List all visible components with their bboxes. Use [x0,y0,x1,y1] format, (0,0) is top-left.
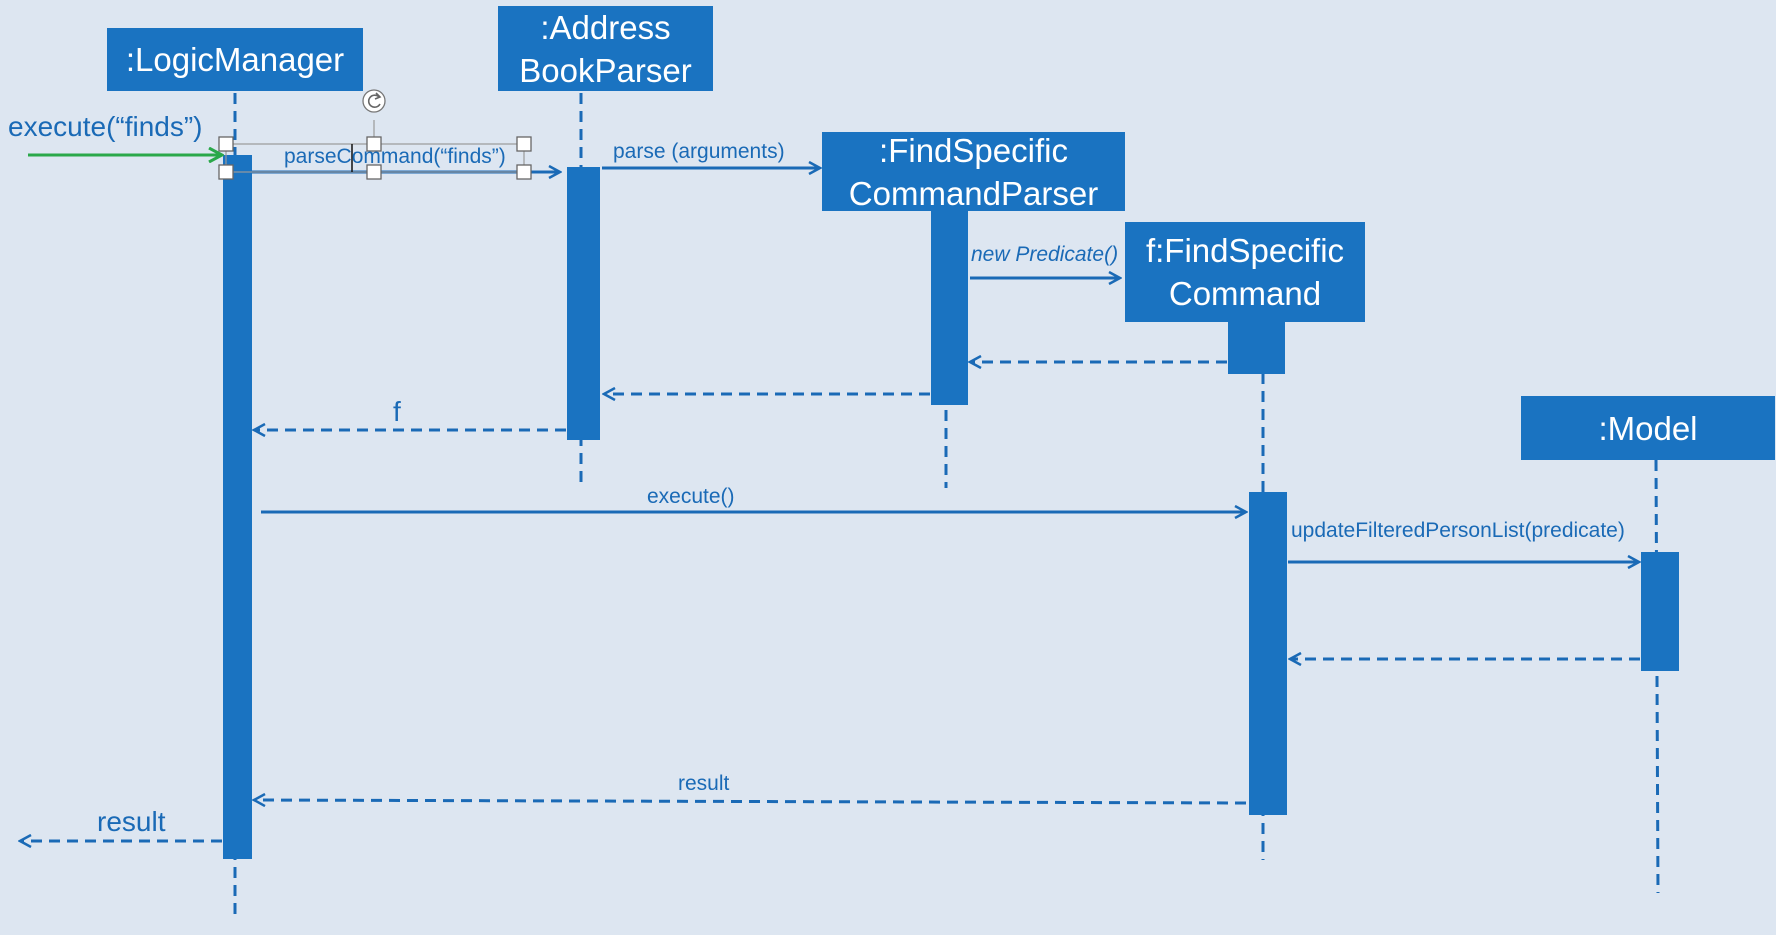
lifeline-model [1654,459,1660,894]
handle-top-left[interactable] [218,136,234,152]
participant-logic-manager: :LogicManager [107,28,363,91]
message-label-new-predicate: new Predicate() [971,243,1119,266]
activation-find-specific-command-head [1228,320,1285,374]
participant-find-specific-command-parser: :FindSpecific CommandParser [822,132,1125,212]
selection-handles[interactable] [218,136,532,180]
return-result-arrow [254,800,1247,803]
message-label-final-result: result [97,806,166,837]
message-label-execute: execute() [647,485,735,508]
activation-address-book-parser [567,167,600,440]
rotate-handle-icon[interactable] [362,89,386,113]
message-label-return-f: f [393,396,401,427]
handle-top-right[interactable] [516,136,532,152]
handle-top-middle[interactable] [366,136,382,152]
message-label-return-result: result [678,772,730,795]
participant-model: :Model [1521,396,1775,460]
activation-find-specific-command [1249,492,1287,815]
handle-bottom-left[interactable] [218,164,234,180]
message-label-parse-command: parseCommand(“finds”) [284,145,506,168]
participant-address-book-parser: :Address BookParser [498,6,713,91]
participant-find-specific-command: f:FindSpecific Command [1125,222,1365,322]
activation-logic-manager [223,155,252,859]
activation-find-specific-command-parser [931,210,968,405]
message-label-parse-arguments: parse (arguments) [613,140,785,163]
handle-bottom-middle[interactable] [366,164,382,180]
activation-model [1641,552,1679,671]
message-label-update-filtered: updateFilteredPersonList(predicate) [1291,519,1625,542]
handle-bottom-right[interactable] [516,164,532,180]
message-label-execute-finds: execute(“finds”) [8,111,203,142]
